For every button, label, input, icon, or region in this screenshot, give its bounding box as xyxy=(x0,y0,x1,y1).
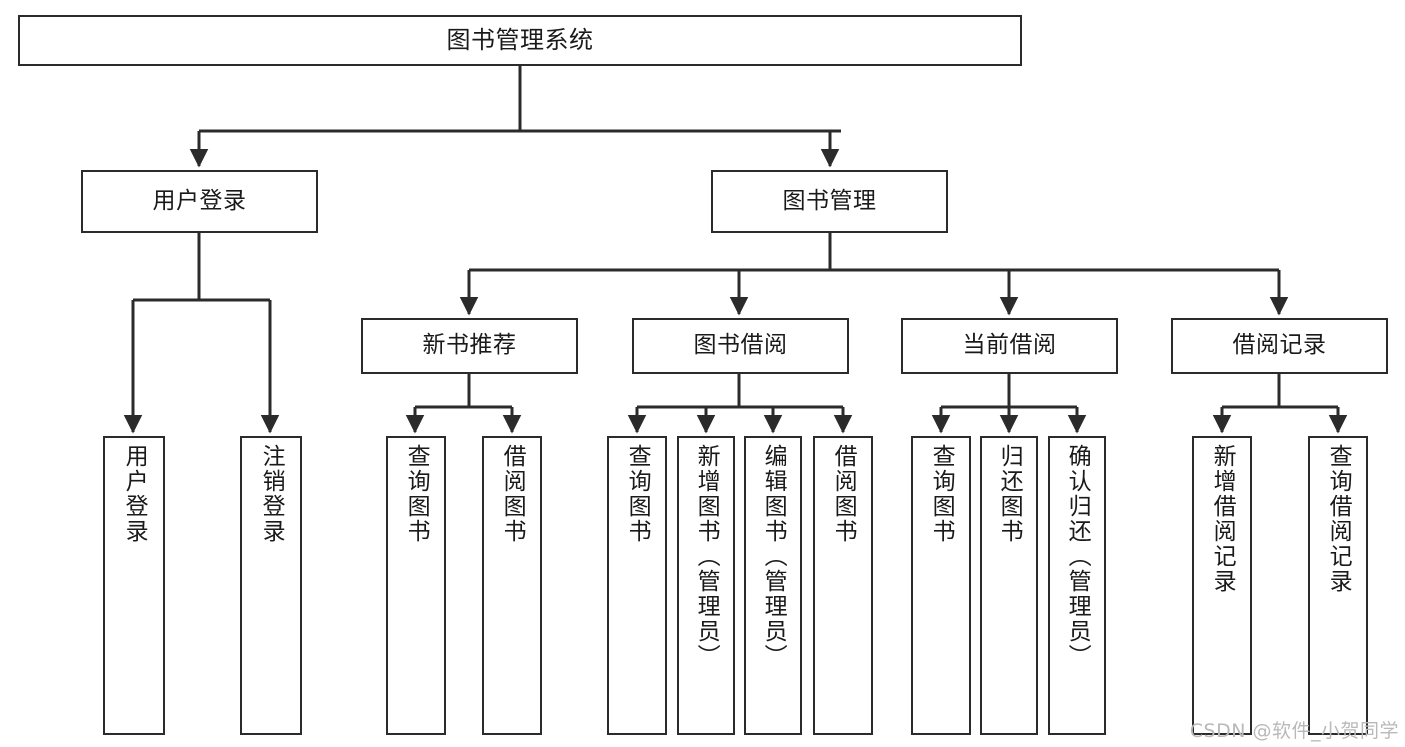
node-label: 借阅图书 xyxy=(830,444,857,544)
node-new-book-recommend[interactable]: 新书推荐 xyxy=(361,318,578,374)
watermark-text: CSDN @软件_小贺同学 xyxy=(1189,720,1399,742)
node-leaf-query-book-2[interactable]: 查询图书 xyxy=(607,436,667,735)
node-label: 编辑图书（管理员） xyxy=(760,444,787,669)
node-label: 图书借阅 xyxy=(693,332,788,359)
node-leaf-add-record[interactable]: 新增借阅记录 xyxy=(1192,436,1252,735)
node-label: 借阅记录 xyxy=(1232,332,1327,359)
node-label: 用户登录 xyxy=(152,187,247,214)
node-label: 新增借阅记录 xyxy=(1209,444,1236,594)
node-leaf-logout[interactable]: 注销登录 xyxy=(240,436,302,735)
node-label: 查询图书 xyxy=(928,444,955,544)
node-label: 借阅图书 xyxy=(499,444,526,544)
node-leaf-borrow-book-1[interactable]: 借阅图书 xyxy=(482,436,542,735)
node-current-borrow[interactable]: 当前借阅 xyxy=(901,318,1118,374)
node-label: 用户登录 xyxy=(121,444,148,544)
node-label: 确认归还（管理员） xyxy=(1064,444,1091,669)
node-leaf-query-book-3[interactable]: 查询图书 xyxy=(911,436,971,735)
node-label: 图书管理系统 xyxy=(446,26,594,55)
node-label: 新书推荐 xyxy=(422,332,517,359)
node-label: 注销登录 xyxy=(258,444,285,544)
node-label: 查询图书 xyxy=(624,444,651,544)
node-label: 查询图书 xyxy=(403,444,430,544)
node-book-manage[interactable]: 图书管理 xyxy=(711,170,948,233)
node-leaf-borrow-book-2[interactable]: 借阅图书 xyxy=(813,436,873,735)
node-leaf-return-book[interactable]: 归还图书 xyxy=(980,436,1038,735)
node-label: 归还图书 xyxy=(996,444,1023,544)
node-leaf-query-book-1[interactable]: 查询图书 xyxy=(386,436,446,735)
node-book-borrow[interactable]: 图书借阅 xyxy=(632,318,849,374)
node-user-login[interactable]: 用户登录 xyxy=(81,170,318,233)
node-label: 当前借阅 xyxy=(962,332,1057,359)
node-root-system[interactable]: 图书管理系统 xyxy=(18,15,1022,66)
node-leaf-query-record[interactable]: 查询借阅记录 xyxy=(1308,436,1368,735)
node-leaf-add-book[interactable]: 新增图书（管理员） xyxy=(677,436,735,735)
node-leaf-user-login[interactable]: 用户登录 xyxy=(103,436,165,735)
node-leaf-confirm-return[interactable]: 确认归还（管理员） xyxy=(1048,436,1106,735)
node-label: 新增图书（管理员） xyxy=(693,444,720,669)
node-leaf-edit-book[interactable]: 编辑图书（管理员） xyxy=(744,436,802,735)
node-label: 查询借阅记录 xyxy=(1325,444,1352,594)
node-borrow-record[interactable]: 借阅记录 xyxy=(1171,318,1388,374)
node-label: 图书管理 xyxy=(782,187,877,214)
